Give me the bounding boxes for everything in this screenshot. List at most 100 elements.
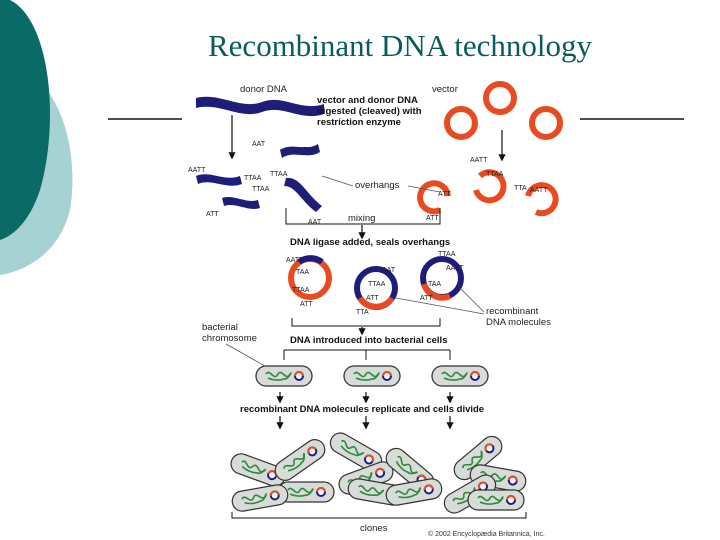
bacterial-chromosome bbox=[462, 450, 483, 471]
vector-plasmid bbox=[483, 81, 517, 115]
bacterial-chromosome bbox=[395, 487, 422, 499]
seq-label: ATT bbox=[300, 301, 313, 308]
cut-vector-plasmid bbox=[417, 180, 451, 215]
seq-label: TTAA bbox=[292, 287, 310, 294]
ligase-bracket bbox=[291, 318, 441, 327]
vector-segment bbox=[357, 296, 395, 310]
seq-label: TAA bbox=[428, 281, 441, 288]
plasmid-vector-part bbox=[364, 454, 374, 462]
label-recombinant-molecules: recombinant DNA molecules bbox=[486, 306, 551, 328]
seq-label: AATT bbox=[286, 257, 304, 264]
cell-membrane bbox=[274, 439, 326, 481]
cell-membrane bbox=[431, 365, 489, 387]
bacterial-chromosome bbox=[241, 493, 268, 505]
bacterial-chromosome bbox=[283, 452, 306, 472]
plasmid-vector-part bbox=[506, 495, 516, 501]
plasmid-vector-part bbox=[507, 475, 518, 482]
cut-vector-plasmid bbox=[525, 182, 559, 217]
bacterial-cell bbox=[231, 484, 289, 512]
label-vector: vector bbox=[432, 84, 458, 95]
slide-title: Recombinant DNA technology bbox=[208, 28, 592, 63]
seq-label: AATT bbox=[470, 157, 488, 164]
cell-membrane bbox=[343, 365, 401, 387]
plasmid-vector-part bbox=[307, 446, 317, 455]
label-replicate: recombinant DNA molecules replicate and … bbox=[240, 404, 484, 415]
bacterial-chromosome bbox=[358, 484, 385, 497]
overhangs-pointer bbox=[407, 185, 441, 193]
vector-plasmid bbox=[444, 106, 478, 140]
bacterial-chromosome bbox=[287, 487, 314, 497]
seq-label: AAT bbox=[308, 219, 322, 226]
donor-dna-strand bbox=[196, 96, 324, 117]
bacterial-cell bbox=[343, 365, 401, 387]
plasmid-vector-part bbox=[470, 371, 480, 377]
bacterial-chromosome bbox=[395, 455, 418, 475]
copyright-credit: © 2002 Encyclopædia Britannica, Inc. bbox=[428, 530, 545, 538]
seq-label: AAT bbox=[252, 141, 266, 148]
donor-dna-fragment bbox=[284, 177, 322, 212]
plasmid-vector-part bbox=[375, 467, 385, 475]
vector-segment bbox=[421, 282, 452, 301]
plasmid-vector-part bbox=[423, 484, 434, 491]
bacterial-cell bbox=[385, 478, 443, 506]
cell-membrane bbox=[231, 484, 289, 512]
vector-plasmid bbox=[529, 106, 563, 140]
bacterial-cell bbox=[277, 481, 335, 503]
bacterial-cell bbox=[329, 432, 383, 472]
bacterial-cell bbox=[467, 489, 525, 511]
cell-membrane bbox=[467, 489, 525, 511]
bacterial-chromosome bbox=[477, 495, 504, 505]
plasmid-vector-part bbox=[382, 371, 392, 377]
recombinant-pointer bbox=[395, 297, 485, 315]
cell-membrane bbox=[385, 478, 443, 506]
distribution-bracket bbox=[283, 349, 451, 360]
donor-dna-fragment bbox=[222, 197, 260, 209]
seq-label: ATT bbox=[426, 215, 439, 222]
seq-label: TTAA bbox=[252, 186, 270, 193]
cut-vector-plasmid bbox=[473, 169, 507, 204]
seq-label: TAA bbox=[296, 269, 309, 276]
donor-dna-fragment bbox=[196, 174, 242, 186]
seq-label: ATT bbox=[420, 295, 433, 302]
label-clones: clones bbox=[360, 523, 388, 534]
teal-dark-shape bbox=[0, 0, 50, 240]
seq-label: TTA bbox=[303, 147, 316, 154]
bacterial-chromosome bbox=[353, 371, 380, 381]
plasmid-vector-part bbox=[269, 490, 280, 497]
seq-label: TTA bbox=[356, 309, 369, 316]
bacterial-cell bbox=[255, 365, 313, 387]
seq-label: TTA bbox=[514, 185, 527, 192]
label-ligase: DNA ligase added, seals overhangs bbox=[290, 237, 450, 248]
plasmid-vector-part bbox=[484, 443, 494, 452]
bacterial-chromosome bbox=[340, 440, 365, 457]
donor-dna-fragment bbox=[280, 144, 320, 158]
seq-label: TTAA bbox=[438, 251, 456, 258]
bacterial-cell bbox=[431, 365, 489, 387]
bacterial-chromosome bbox=[265, 371, 292, 381]
bacterial-chromosome bbox=[441, 371, 468, 381]
seq-label: TTAA bbox=[486, 171, 504, 178]
plasmid-vector-part bbox=[478, 481, 488, 489]
overhangs-pointer bbox=[321, 175, 354, 187]
seq-label: AATT bbox=[530, 187, 548, 194]
seq-label: TTAA bbox=[270, 171, 288, 178]
seq-label: AATT bbox=[188, 167, 206, 174]
seq-label: TTAA bbox=[244, 175, 262, 182]
cell-membrane bbox=[255, 365, 313, 387]
label-digested: vector and donor DNA digested (cleaved) … bbox=[317, 95, 424, 128]
plasmid-vector-part bbox=[316, 487, 326, 493]
label-introduced: DNA introduced into bacterial cells bbox=[290, 335, 447, 346]
seq-label: ATT bbox=[366, 295, 379, 302]
recombinant-pointer bbox=[459, 287, 485, 313]
label-overhangs: overhangs bbox=[355, 180, 400, 191]
label-mixing: mixing bbox=[348, 213, 375, 224]
seq-label: ATT bbox=[206, 211, 219, 218]
bacterial-cell bbox=[274, 439, 326, 481]
seq-label: TTAA bbox=[368, 281, 386, 288]
clones-bracket bbox=[231, 512, 527, 519]
plasmid-vector-part bbox=[294, 371, 304, 377]
label-bacterial-chromosome: bacterial chromosome bbox=[202, 322, 257, 344]
bacterial-chromosome bbox=[241, 460, 267, 475]
seq-label: AAT bbox=[382, 267, 396, 274]
